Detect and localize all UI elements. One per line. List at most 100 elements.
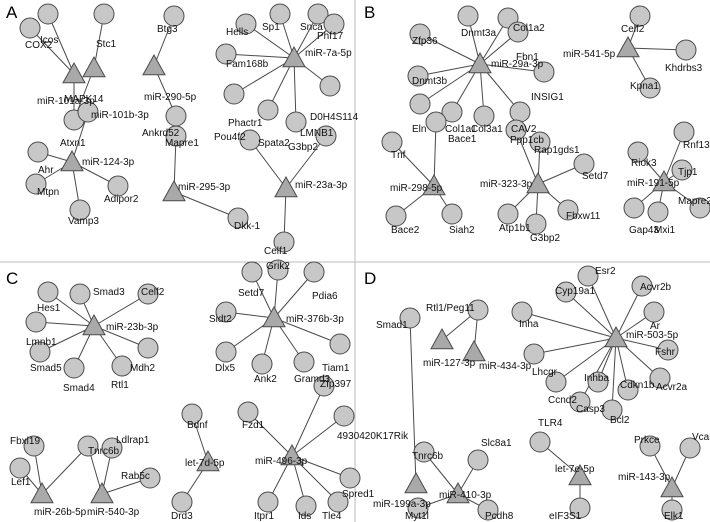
mirna-node <box>652 169 676 192</box>
gene-node <box>407 497 429 519</box>
gene-label: Pdia6 <box>312 291 338 302</box>
gene-node <box>587 371 609 393</box>
gene-node <box>323 13 345 35</box>
gene-label: Phactr1 <box>228 118 263 129</box>
gene-node <box>285 111 307 133</box>
gene-node <box>407 65 429 87</box>
gene-label: Inha <box>519 319 539 330</box>
gene-label: Acvr2b <box>640 282 672 293</box>
gene-label: Atp1b1 <box>499 223 531 234</box>
edge <box>273 317 341 345</box>
gene-node <box>509 101 531 123</box>
gene-node <box>77 435 99 457</box>
gene-node <box>657 339 679 361</box>
gene-node <box>467 449 489 471</box>
gene-label: MAPK14 <box>64 94 104 105</box>
mirna-label: miR-376b-3p <box>286 314 344 325</box>
gene-node <box>511 301 533 323</box>
gene-node <box>457 5 479 27</box>
edge <box>533 337 617 355</box>
gene-node <box>139 467 161 489</box>
edge <box>173 191 239 219</box>
gene-node <box>69 283 91 305</box>
gene-node <box>629 5 651 27</box>
gene-label: Bdnf <box>187 420 208 431</box>
mirna-label: miR-295-3p <box>178 182 231 193</box>
gene-node <box>269 3 291 25</box>
gene-label: Zfp36 <box>412 36 438 47</box>
gene-label: Ankrd52 <box>142 128 180 139</box>
gene-node <box>649 367 671 389</box>
gene-node <box>639 77 661 99</box>
gene-node <box>507 21 529 43</box>
gene-label: Rnf139 <box>683 140 710 151</box>
edge <box>291 415 345 457</box>
gene-label: Cdkn1b <box>620 380 655 391</box>
mirna-label: miR-290-5p <box>144 92 197 103</box>
gene-node <box>381 131 403 153</box>
mirna-node <box>82 313 106 336</box>
gene-node <box>165 125 187 147</box>
gene-label: Spred1 <box>342 489 375 500</box>
gene-label: Bcl2 <box>610 415 630 426</box>
gene-label: Ank2 <box>254 374 277 385</box>
mirna-label: miR-503-5p <box>626 330 679 341</box>
gene-node <box>529 431 551 453</box>
mirna-label: miR-143-3p <box>618 472 671 483</box>
gene-node <box>573 153 595 175</box>
gene-label: Mapre2 <box>678 196 710 207</box>
gene-node <box>533 61 555 83</box>
gene-label: Adipor2 <box>104 194 139 205</box>
gene-node <box>315 125 337 147</box>
gene-node <box>25 173 47 195</box>
mirna-node <box>468 51 492 74</box>
mirna-node <box>568 463 592 486</box>
gene-node <box>37 281 59 303</box>
gene-label: Inhba <box>584 373 609 384</box>
mirna-node <box>446 481 470 504</box>
gene-label: CAV2 <box>511 124 537 135</box>
mirna-node <box>422 173 446 196</box>
gene-node <box>235 13 257 35</box>
gene-label: Stc1 <box>96 39 116 50</box>
gene-label: Setd7 <box>582 171 609 182</box>
gene-node <box>467 299 489 321</box>
gene-node <box>639 435 661 457</box>
gene-label: Prkce <box>634 435 660 446</box>
gene-label: Atxn1 <box>60 138 86 149</box>
gene-node <box>23 435 45 457</box>
gene-label: Celf2 <box>621 24 645 35</box>
edge <box>579 337 617 403</box>
gene-label: Pcdh8 <box>485 511 514 522</box>
gene-node <box>303 261 325 283</box>
mirna-node <box>82 55 106 78</box>
gene-label: Spata2 <box>258 138 290 149</box>
mirna-label: let-7e-5p <box>555 464 595 475</box>
gene-label: Khdrbs3 <box>665 63 703 74</box>
gene-label: Smad1 <box>376 320 408 331</box>
edge <box>41 445 89 495</box>
gene-label: Phf17 <box>317 31 344 42</box>
edge <box>587 275 617 339</box>
gene-node <box>215 341 237 363</box>
gene-node <box>555 281 577 303</box>
panel-letter-b: B <box>364 3 375 22</box>
mirna-label: miR-541-5p <box>563 49 616 60</box>
gene-node <box>227 207 249 229</box>
mirna-label: miR-199a-3p <box>373 499 431 510</box>
mirna-label: miR-410-3p <box>439 490 492 501</box>
gene-label: Grik2 <box>266 261 290 272</box>
gene-node <box>441 203 463 225</box>
gene-label: Tjp1 <box>678 167 698 178</box>
gene-label: LMNB1 <box>300 128 334 139</box>
mirna-node <box>526 171 550 194</box>
mirna-label: miR-26b-5p <box>34 507 87 518</box>
gene-node <box>25 311 47 333</box>
gene-label: Mdh2 <box>130 363 155 374</box>
gene-node <box>137 283 159 305</box>
gene-label: Eln <box>412 124 426 135</box>
gene-node <box>425 111 447 133</box>
gene-node <box>319 75 341 97</box>
gene-label: Col1a1 <box>445 124 477 135</box>
